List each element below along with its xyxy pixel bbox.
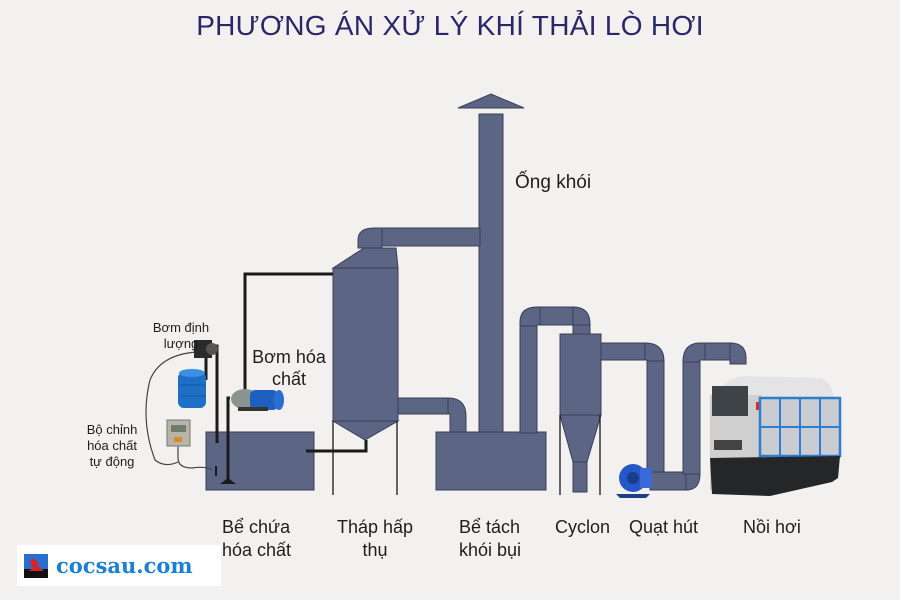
component-label-cyclone: Cyclon	[555, 517, 611, 537]
chemical-tank	[205, 431, 315, 491]
controller-label-line2: hóa chất	[87, 438, 137, 453]
absorption-tower-body	[332, 267, 399, 422]
pump-to-tower-pipe	[243, 272, 333, 390]
component-label-boiler: Nồi hơi	[743, 517, 801, 537]
component-label-chemical-tank: Bể chứa hóa chất	[222, 516, 291, 562]
fan-downpipe	[646, 360, 665, 475]
separator-inlet-elbow	[447, 397, 467, 434]
tower-to-chimney-pipe	[373, 227, 481, 247]
dosing-pump-label: Bơm định lượng	[145, 320, 217, 352]
absorption-tower-top-cone	[331, 247, 399, 269]
controller-wire-2	[177, 446, 213, 471]
chimney-label: Ống khói	[515, 172, 592, 193]
absorption-tower-bottom-cone	[331, 420, 400, 441]
cyclone-cone	[559, 414, 602, 463]
controller-label-line3: tự động	[89, 454, 135, 469]
component-label-absorption-tower: Tháp hấp thụ	[337, 516, 413, 562]
chemical-drum	[178, 369, 206, 408]
chimney-cap	[457, 93, 525, 109]
suction-fan	[616, 464, 652, 498]
tower-return-pipe	[306, 440, 368, 453]
dosing-pump-label-line2: lượng	[163, 336, 199, 351]
boiler-top-pipe	[704, 342, 732, 361]
chemical-pump-label: Bơm hóa chất	[244, 346, 334, 390]
tower-to-separator-pipe	[397, 397, 449, 415]
dosing-pump-label-line1: Bơm định	[152, 320, 210, 335]
chemical-pump-label-line1: Bơm hóa	[252, 347, 326, 367]
component-label-line2: hóa chất	[222, 540, 292, 560]
dust-separator-tank	[435, 431, 547, 491]
boiler-top-elbow-right	[729, 342, 747, 365]
boiler	[710, 376, 842, 496]
component-label-line2: khói bụi	[459, 540, 522, 560]
diagram-title: PHƯƠNG ÁN XỬ LÝ KHÍ THẢI LÒ HƠI	[196, 10, 704, 41]
pump-suction-pipe	[226, 396, 230, 482]
cyclone-fan-elbow-top	[644, 342, 665, 363]
logo-text: cocsau.com	[56, 553, 193, 578]
component-label-dust-separator: Bể tách khói bụi	[459, 516, 521, 562]
chemical-pump-label-line2: chất	[271, 369, 307, 389]
boiler-riser-pipe	[682, 359, 701, 475]
controller-label-line1: Bộ chỉnh	[86, 422, 138, 437]
component-label-line2: thụ	[362, 540, 388, 560]
component-label-line1: Bể chứa	[222, 517, 291, 537]
tower-top-elbow	[357, 227, 383, 249]
chimney-stack	[478, 113, 504, 435]
suction-foot	[220, 478, 236, 484]
chemical-pump	[231, 389, 284, 411]
component-label-line1: Tháp hấp	[337, 517, 414, 537]
separator-riser-pipe	[519, 324, 538, 434]
controller-wire-1	[145, 351, 197, 466]
component-label-fan: Quạt hút	[629, 517, 699, 537]
boiler-top-elbow-left	[682, 342, 707, 363]
boiler-bottom-elbow	[685, 471, 701, 491]
cyclone-body	[559, 333, 602, 416]
controller-label: Bộ chỉnh hóa chất tự động	[76, 422, 148, 470]
cyclone-outlet	[572, 461, 588, 493]
separator-cyclone-top-pipe	[539, 306, 575, 326]
cocsau-logo-icon	[24, 553, 48, 578]
dosing-pump	[194, 340, 218, 358]
site-logo[interactable]: cocsau.com	[17, 545, 221, 586]
component-label-line1: Bể tách	[459, 517, 521, 537]
fan-outlet-pipe	[649, 471, 689, 491]
cyclone-to-fan-pipe	[600, 342, 647, 361]
separator-cyclone-elbow-left	[519, 306, 542, 327]
auto-controller	[166, 419, 191, 447]
